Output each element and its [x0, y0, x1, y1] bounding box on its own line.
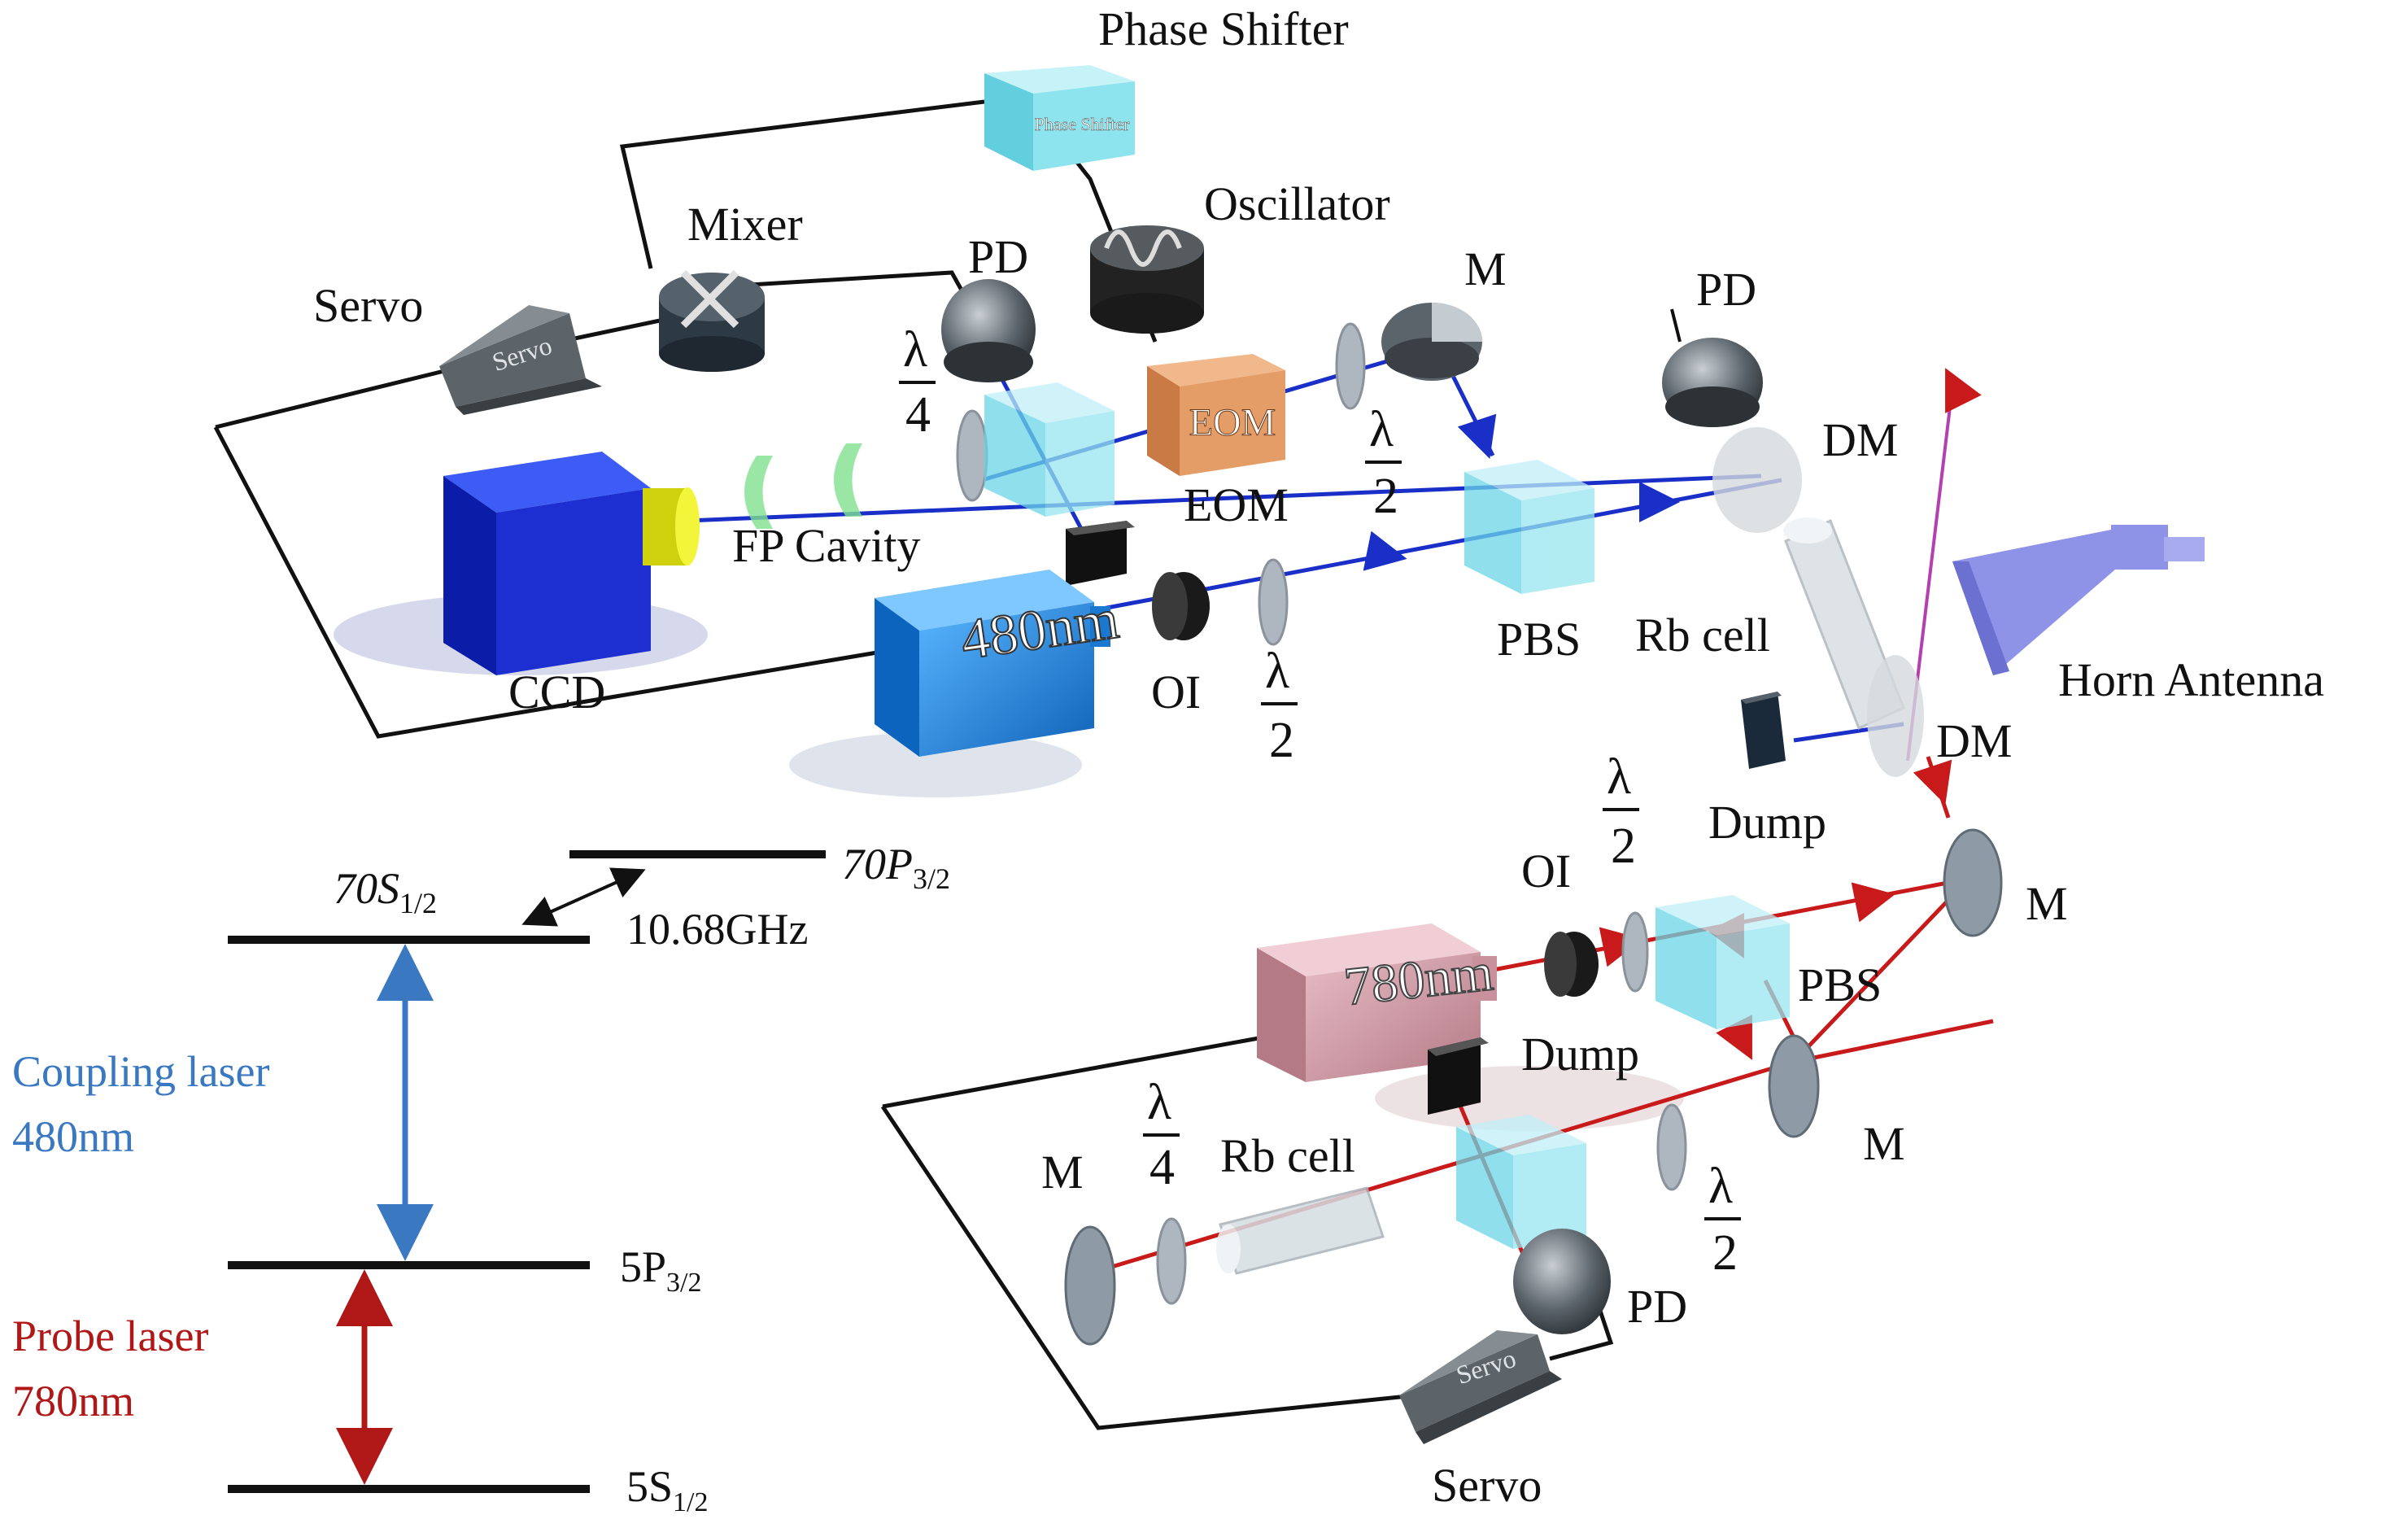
phase-shifter-label: Phase Shifter — [1098, 2, 1349, 55]
ccd-label: CCD — [508, 666, 605, 718]
level-5s-label: 5S1/2 — [626, 1462, 709, 1517]
mirror-right — [1943, 828, 2003, 937]
wp-top-quarter: 4 — [905, 387, 931, 443]
pbs-center-cube — [1464, 460, 1594, 594]
dump-480 — [1066, 521, 1135, 586]
quarter-waveplate-lower — [1156, 1217, 1187, 1305]
laser-480: 480nm — [875, 570, 1123, 757]
mirror-left — [1064, 1225, 1116, 1346]
dm-bottom-label: DM — [1936, 714, 2012, 767]
mixer-label: Mixer — [687, 198, 803, 251]
mirror-top-label: M — [1464, 242, 1507, 295]
wp-tr-lambda: λ — [1369, 402, 1394, 457]
mirror-top — [1381, 303, 1482, 381]
oi-top-label: OI — [1151, 666, 1201, 718]
quarter-waveplate-top — [956, 409, 988, 502]
coupling-laser-wavelength: 480nm — [12, 1112, 134, 1161]
mixer-component — [659, 269, 765, 372]
wp-780-lambda: λ — [1607, 749, 1631, 805]
coupling-laser-label: Coupling laser — [12, 1047, 269, 1096]
wp-lr-half: 2 — [1712, 1225, 1738, 1281]
pbs-lower-cube — [1656, 895, 1790, 1029]
laser-780: 780nm — [1257, 923, 1497, 1082]
wp-top-lambda: λ — [903, 322, 927, 378]
wp-lr-lambda: λ — [1708, 1159, 1733, 1214]
probe-laser-wavelength: 780nm — [12, 1377, 134, 1425]
pd-top-left-label: PD — [968, 230, 1028, 283]
mirror-right-label: M — [2026, 877, 2068, 930]
pd-top-right-label: PD — [1696, 263, 1756, 316]
mirror-lower-right-label: M — [1863, 1117, 1905, 1170]
wp-tr-half: 2 — [1373, 469, 1398, 524]
dump-bottom-label: Dump — [1521, 1028, 1639, 1081]
phase-shifter-box: Phase Shifter — [984, 65, 1135, 171]
servo-top-label: Servo — [313, 279, 423, 332]
laser-780-text: 780nm — [1341, 942, 1496, 1017]
half-waveplate-top-right — [1335, 322, 1366, 410]
wp-ll-quarter: 4 — [1149, 1140, 1175, 1195]
mirror-lower-right — [1768, 1034, 1820, 1138]
level-70s-label: 70S1/2 — [334, 864, 437, 919]
ccd-camera — [443, 452, 700, 675]
fp-cavity — [744, 443, 862, 529]
dump-top — [1741, 692, 1786, 769]
oi-bottom-label: OI — [1521, 845, 1571, 897]
dm-bottom-optic — [1867, 655, 1924, 777]
rb-cell-bottom-label: Rb cell — [1220, 1129, 1355, 1182]
pbs-top-left-cube — [984, 382, 1115, 517]
mirror-left-label: M — [1041, 1146, 1084, 1198]
eom-label: EOM — [1184, 478, 1289, 531]
fp-cavity-label: FP Cavity — [732, 519, 921, 572]
wp-ll-lambda: λ — [1147, 1075, 1171, 1130]
transition-frequency-label: 10.68GHz — [626, 905, 808, 954]
pbs-top-label: PBS — [1497, 613, 1581, 666]
oscillator-label: Oscillator — [1204, 177, 1390, 230]
pbs-bottom-label: PBS — [1798, 958, 1882, 1011]
oi-top — [1152, 572, 1210, 640]
half-waveplate-480 — [1258, 558, 1289, 646]
microwave-transition-arrow — [521, 867, 646, 927]
half-waveplate-lower — [1656, 1103, 1687, 1191]
pd-top-right-component — [1662, 308, 1763, 427]
eom-box-text: EOM — [1189, 401, 1276, 444]
level-5p-label: 5P3/2 — [620, 1242, 702, 1298]
dump-bottom — [1428, 1037, 1489, 1115]
pd-bottom-label: PD — [1627, 1280, 1687, 1333]
dump-top-label: Dump — [1708, 796, 1826, 849]
servo-top-component: Servo — [439, 305, 602, 415]
probe-laser-label: Probe laser — [12, 1312, 208, 1360]
energy-level-diagram: 70S1/2 70P3/2 10.68GHz 5P3/2 5S1/2 Coupl… — [12, 840, 950, 1517]
dm-top-optic — [1712, 427, 1802, 533]
pd-bottom-component — [1513, 1229, 1611, 1334]
rb-cell-top-label: Rb cell — [1635, 609, 1770, 661]
horn-antenna — [1952, 525, 2205, 675]
servo-bottom-component: Servo — [1399, 1330, 1562, 1444]
pd-top-left-component — [941, 279, 1036, 382]
oscillator-component — [1090, 225, 1204, 334]
horn-antenna-label: Horn Antenna — [2058, 653, 2324, 706]
oi-bottom — [1544, 932, 1599, 997]
pbs-bottom-cube — [1456, 1115, 1586, 1249]
half-waveplate-780 — [1621, 911, 1649, 993]
eom-box: EOM — [1147, 354, 1285, 476]
wp-480-lambda: λ — [1265, 644, 1289, 699]
dm-top-label: DM — [1822, 413, 1898, 466]
wp-780-half: 2 — [1611, 819, 1636, 874]
wp-480-half: 2 — [1269, 713, 1294, 768]
rb-cell-bottom — [1216, 1186, 1385, 1275]
servo-bottom-label: Servo — [1432, 1459, 1542, 1512]
phase-shifter-box-text: Phase Shifter — [1035, 114, 1130, 134]
level-70p-label: 70P3/2 — [842, 840, 950, 895]
